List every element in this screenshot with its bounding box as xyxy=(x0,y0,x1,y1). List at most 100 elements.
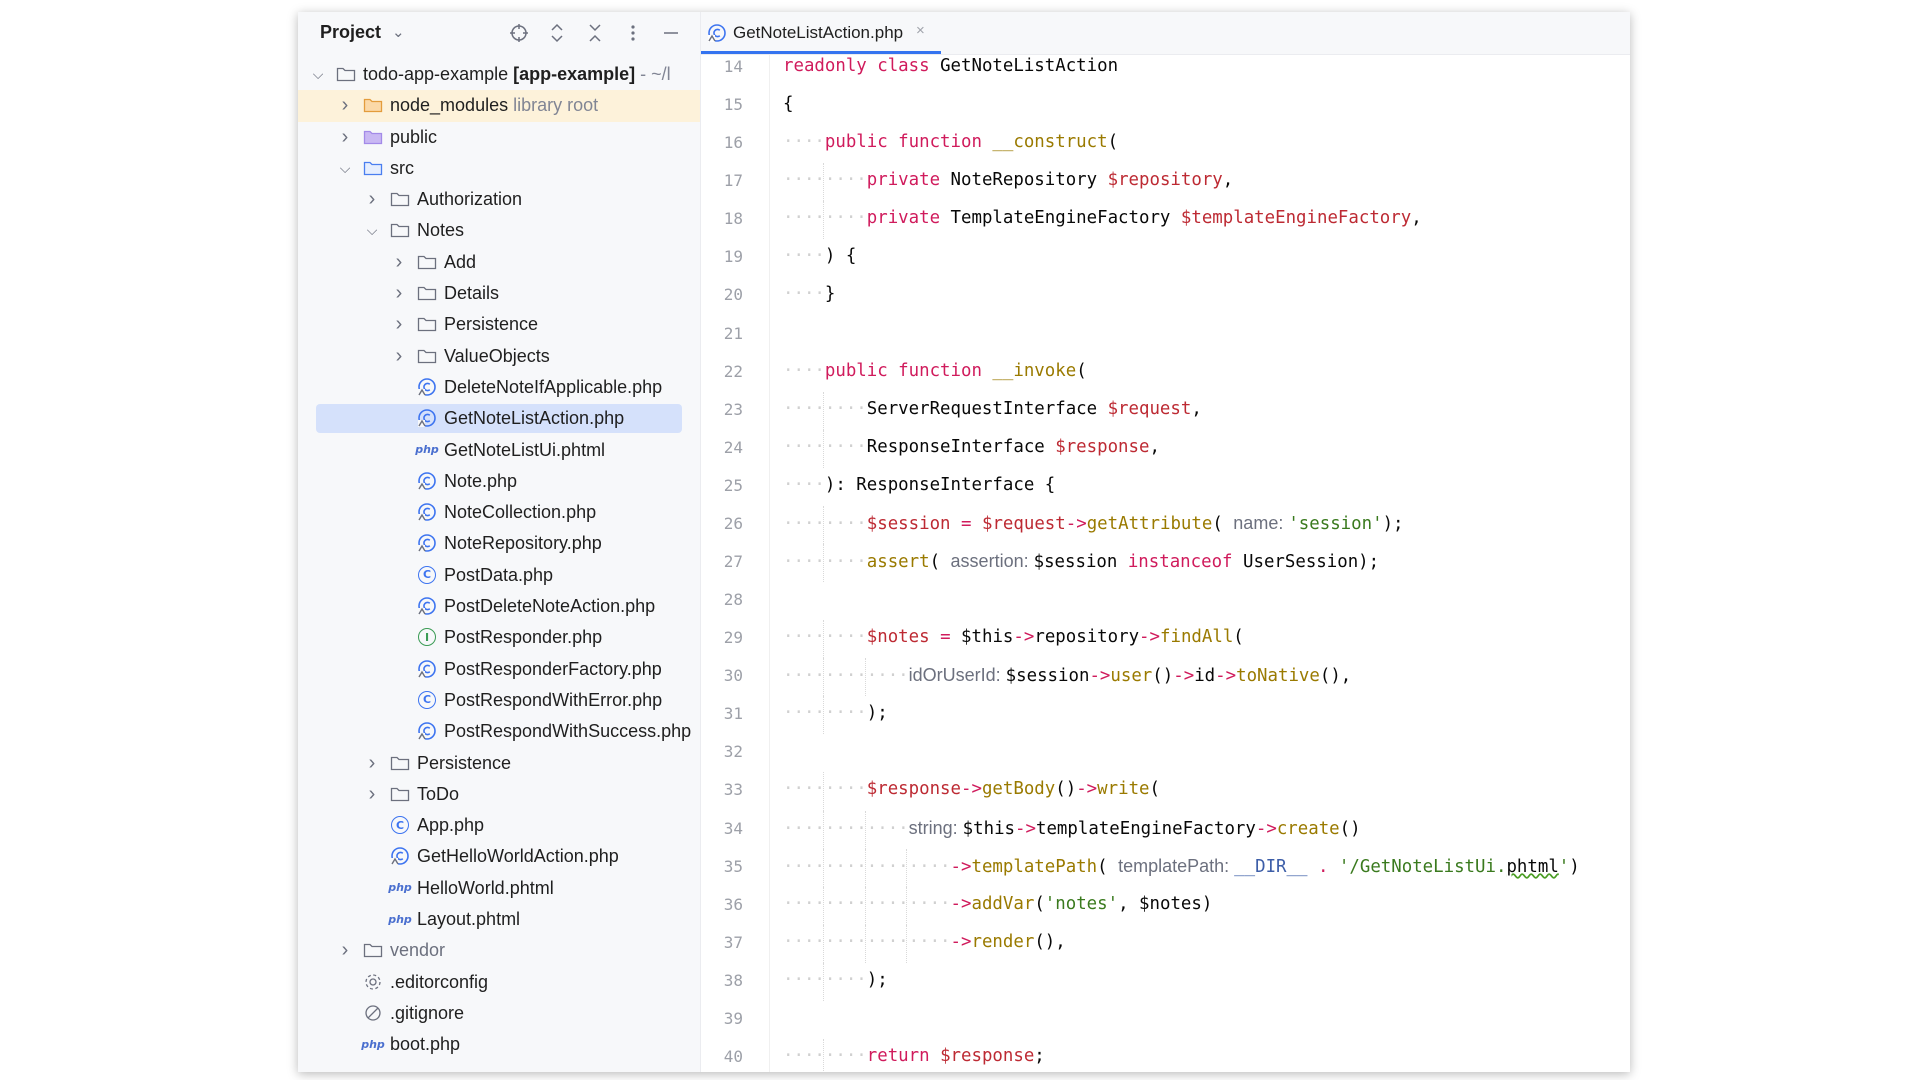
tree-item[interactable]: NoteRepository.php xyxy=(298,528,700,559)
php-class-icon: C xyxy=(389,815,411,835)
code-text[interactable]: ····public function __invoke( xyxy=(783,360,1087,381)
project-panel-title[interactable]: Project xyxy=(320,22,382,42)
code-text[interactable]: ········assert( assertion: $session inst… xyxy=(783,551,1380,573)
active-tab-indicator xyxy=(701,51,941,54)
tree-item[interactable]: › ToDo xyxy=(298,779,700,810)
tree-item[interactable]: PostRespondWithSuccess.php xyxy=(298,716,700,747)
tree-item[interactable]: ›Authorization xyxy=(298,184,700,215)
ignore-file-icon xyxy=(362,1003,384,1023)
code-text[interactable]: ········$notes = $this->repository->find… xyxy=(783,627,1244,648)
code-text[interactable]: ········$session = $request->getAttribut… xyxy=(783,512,1404,534)
tree-item[interactable]: ›Details xyxy=(298,278,700,309)
code-text[interactable]: ····} xyxy=(783,284,836,305)
php-file-icon: php xyxy=(415,443,439,457)
code-text[interactable]: ········return $response; xyxy=(783,1046,1045,1067)
php-class-icon xyxy=(707,23,727,48)
tree-item[interactable]: ›public xyxy=(298,122,700,153)
tree-item-label: .editorconfig xyxy=(390,971,489,992)
tree-item[interactable]: Note.php xyxy=(298,466,700,497)
tree-item[interactable]: ›Persistence xyxy=(298,309,700,340)
chevron-down-icon[interactable]: ⌵ xyxy=(312,66,324,82)
locate-file-icon[interactable] xyxy=(504,18,534,48)
code-text[interactable]: ················->addVar('notes', $notes… xyxy=(783,893,1213,914)
code-text[interactable]: ········); xyxy=(783,969,888,990)
tree-item-label: ToDo xyxy=(417,783,460,804)
tree-item[interactable]: NoteCollection.php xyxy=(298,497,700,528)
code-text[interactable]: ········private NoteRepository $reposito… xyxy=(783,170,1234,191)
chevron-right-icon[interactable]: › xyxy=(341,125,349,148)
tree-item[interactable]: › ValueObjects xyxy=(298,341,700,372)
code-text[interactable]: readonly class GetNoteListAction xyxy=(783,56,1119,76)
php-file-icon: php xyxy=(388,881,412,895)
code-text[interactable]: ········ServerRequestInterface $request, xyxy=(783,398,1202,419)
chevron-right-icon[interactable]: › xyxy=(368,782,376,805)
chevron-right-icon[interactable]: › xyxy=(395,313,403,336)
php-class-readonly-icon xyxy=(416,471,438,491)
hide-panel-icon[interactable] xyxy=(656,18,686,48)
code-text[interactable]: { xyxy=(783,94,794,115)
chevron-right-icon[interactable]: › xyxy=(341,939,349,962)
code-text[interactable]: ····public function __construct( xyxy=(783,132,1119,153)
line-number: 14 xyxy=(723,57,743,76)
tree-item[interactable]: ›Persistence xyxy=(298,748,700,779)
code-text[interactable]: ····): ResponseInterface { xyxy=(783,474,1056,495)
tree-item-label: NoteRepository.php xyxy=(444,533,602,554)
close-icon[interactable]: × xyxy=(916,22,925,39)
indent-guide xyxy=(822,505,824,545)
indent-guide xyxy=(822,163,824,202)
chevron-right-icon[interactable]: › xyxy=(368,188,376,211)
expand-all-icon[interactable] xyxy=(542,18,572,48)
tab-getnotelistaction[interactable]: GetNoteListAction.php × xyxy=(701,12,941,54)
tree-item[interactable]: .editorconfig xyxy=(298,967,700,998)
indent-guide xyxy=(906,848,908,887)
tree-item[interactable]: GetNoteListAction.php xyxy=(298,403,700,434)
more-options-icon[interactable] xyxy=(618,18,648,48)
chevron-right-icon[interactable]: › xyxy=(341,94,349,117)
tree-item[interactable]: ⌵todo-app-example [app-example] - ~/l xyxy=(298,59,700,90)
tree-item[interactable]: PostDeleteNoteAction.php xyxy=(298,591,700,622)
tree-item-label: ValueObjects xyxy=(444,345,550,366)
line-number: 31 xyxy=(723,704,743,724)
code-text[interactable]: ········ResponseInterface $response, xyxy=(783,436,1160,457)
code-text[interactable]: ····) { xyxy=(783,246,857,267)
code-text[interactable]: ············idOrUserId: $session->user()… xyxy=(783,665,1352,687)
tree-item[interactable]: .gitignore xyxy=(298,998,700,1029)
tree-item[interactable]: DeleteNoteIfApplicable.php xyxy=(298,372,700,403)
tree-item[interactable]: ⌵Notes xyxy=(298,215,700,246)
chevron-down-icon[interactable]: ⌵ xyxy=(366,222,378,239)
tree-item[interactable]: ›Add xyxy=(298,247,700,278)
code-line: 14 readonly class GetNoteListAction xyxy=(701,55,1630,87)
code-text[interactable]: ········$response->getBody()->write( xyxy=(783,779,1160,800)
code-text[interactable]: ············string: $this->templateEngin… xyxy=(783,817,1361,839)
tree-item[interactable]: ›node_modules library root xyxy=(298,90,700,122)
code-text[interactable]: ················->templatePath( template… xyxy=(783,855,1580,877)
tree-item-label: DeleteNoteIfApplicable.php xyxy=(444,376,663,397)
code-line: 16····public function __construct( xyxy=(701,125,1630,163)
chevron-down-icon[interactable]: ⌄ xyxy=(392,24,405,41)
chevron-right-icon[interactable]: › xyxy=(395,282,403,305)
code-text[interactable]: ················->render(), xyxy=(783,931,1066,952)
collapse-all-icon[interactable] xyxy=(580,18,610,48)
tree-item-label: PostResponder.php xyxy=(444,627,603,648)
tree-item-label: GetHelloWorldAction.php xyxy=(417,846,619,867)
code-text[interactable]: ········private TemplateEngineFactory $t… xyxy=(783,208,1422,229)
code-text[interactable]: ········); xyxy=(783,703,888,724)
chevron-right-icon[interactable]: › xyxy=(395,250,403,273)
chevron-right-icon[interactable]: › xyxy=(395,344,403,367)
chevron-down-icon[interactable]: ⌵ xyxy=(339,159,351,176)
php-class-readonly-icon xyxy=(416,659,438,679)
tree-item[interactable]: PostResponderFactory.php xyxy=(298,654,700,685)
tree-item[interactable]: ⌵src xyxy=(298,153,700,184)
chevron-right-icon[interactable]: › xyxy=(368,751,376,774)
tree-item[interactable]: ›vendor xyxy=(298,935,700,966)
tree-item[interactable]: GetHelloWorldAction.php xyxy=(298,841,700,872)
